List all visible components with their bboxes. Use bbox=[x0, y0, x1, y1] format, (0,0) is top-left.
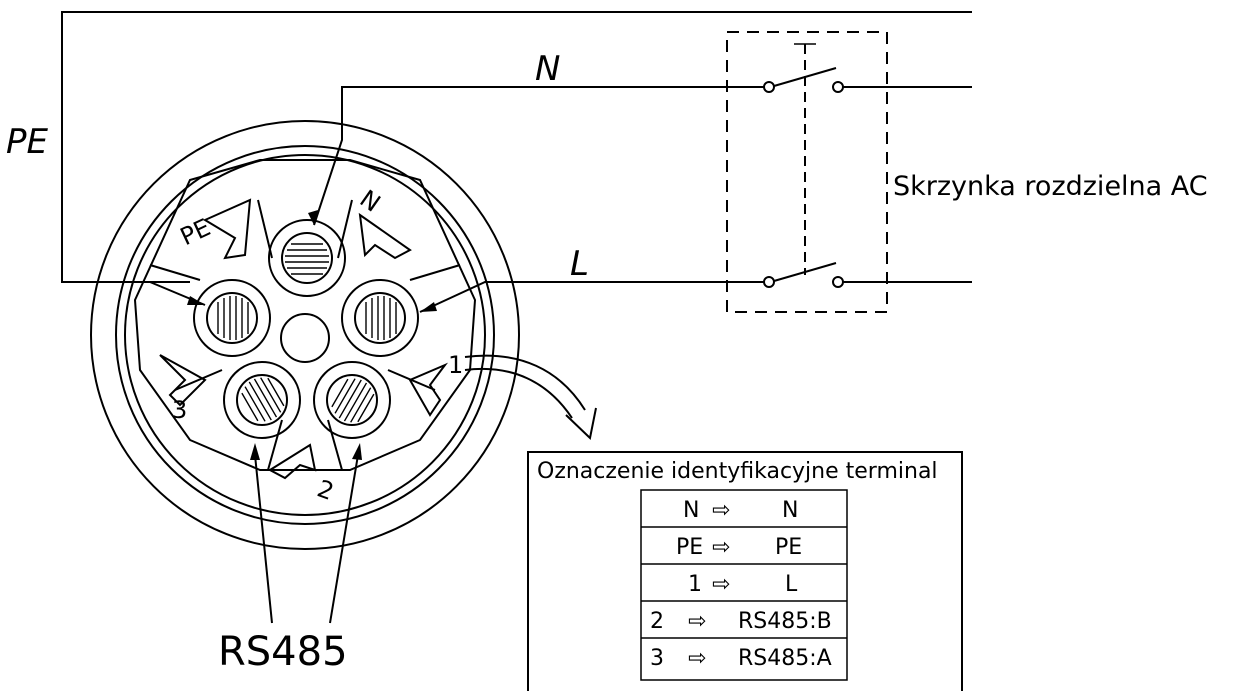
row-from: 3 bbox=[650, 646, 664, 671]
row-from: 1 bbox=[688, 572, 702, 597]
pin-label-2: 2 bbox=[314, 474, 338, 506]
table-row: 1 ⇨ L bbox=[688, 572, 798, 597]
row-from: N bbox=[683, 498, 699, 523]
pin-socket-3 bbox=[223, 361, 301, 439]
arrow-icon: ⇨ bbox=[688, 609, 706, 634]
pe-wire bbox=[61, 11, 972, 283]
row-from: PE bbox=[676, 535, 703, 560]
arrow-icon: ⇨ bbox=[712, 498, 730, 523]
terminal-table: Oznaczenie identyfikacyjne terminal N ⇨ … bbox=[527, 451, 963, 691]
pin-label-1: 1 bbox=[448, 351, 463, 379]
pin-label-n: N bbox=[355, 184, 386, 217]
row-to: PE bbox=[775, 535, 802, 560]
n-wire-label: N bbox=[535, 49, 560, 89]
l-wire-label: L bbox=[570, 244, 589, 284]
connector bbox=[90, 120, 520, 550]
pin-socket-2 bbox=[313, 361, 391, 439]
pin-socket-1 bbox=[341, 279, 419, 357]
rs485-label: RS485 bbox=[218, 629, 348, 675]
row-to: N bbox=[782, 498, 798, 523]
switchbox-label: Skrzynka rozdzielna AC bbox=[893, 171, 1208, 202]
pin-socket-pe bbox=[193, 279, 271, 357]
pin-label-3: 3 bbox=[172, 396, 187, 424]
pe-wire-label: PE bbox=[6, 122, 49, 162]
terminal-callout-arrow bbox=[464, 354, 597, 440]
rs485-arrows bbox=[250, 443, 362, 624]
arrow-icon: ⇨ bbox=[712, 535, 730, 560]
row-to: L bbox=[785, 572, 798, 597]
row-to: RS485:A bbox=[738, 646, 832, 671]
n-wire bbox=[308, 86, 972, 226]
table-row: N ⇨ N bbox=[683, 498, 798, 523]
table-row: PE ⇨ PE bbox=[676, 535, 802, 560]
row-from: 2 bbox=[650, 609, 664, 634]
terminal-table-title: Oznaczenie identyfikacyjne terminal bbox=[537, 459, 938, 484]
row-to: RS485:B bbox=[738, 609, 832, 634]
ac-switchbox bbox=[726, 31, 888, 313]
l-wire bbox=[419, 281, 972, 313]
arrow-icon: ⇨ bbox=[688, 646, 706, 671]
pe-pin-arrow bbox=[149, 281, 206, 306]
arrow-icon: ⇨ bbox=[712, 572, 730, 597]
table-row: 3 ⇨ RS485:A bbox=[650, 646, 832, 671]
pin-socket-n bbox=[268, 219, 346, 297]
table-row: 2 ⇨ RS485:B bbox=[650, 609, 832, 634]
